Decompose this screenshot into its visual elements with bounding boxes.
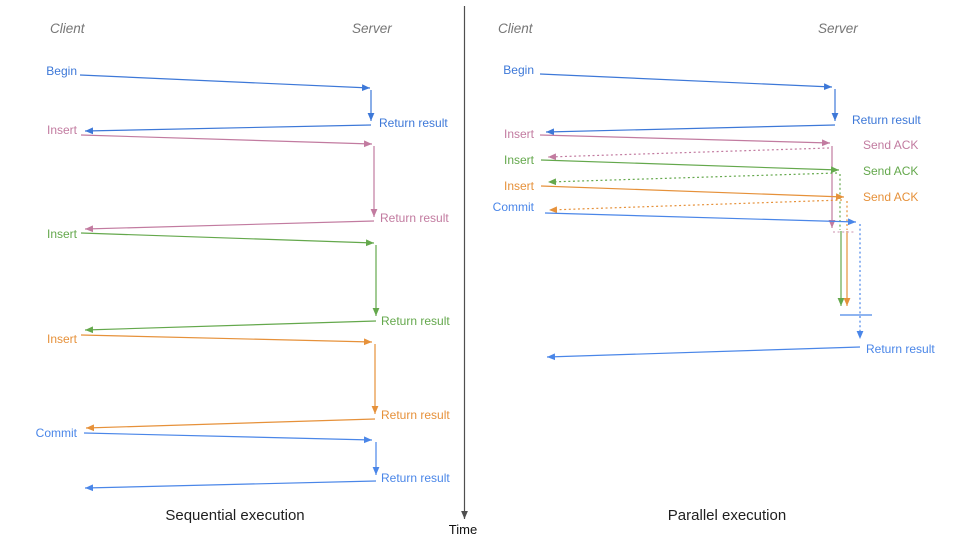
- seq-insert2-result-label: Return result: [381, 314, 450, 328]
- seq-insert2-return-line: [84, 320, 377, 334]
- par-insert1-label: Insert: [503, 127, 534, 141]
- par-insert1-request-line: [539, 134, 831, 147]
- par-commit-label: Commit: [492, 200, 534, 214]
- par-begin-label: Begin: [503, 63, 534, 77]
- seq-client-header: Client: [50, 21, 85, 36]
- par-insert3-request-line: [540, 185, 845, 201]
- par-insert3-label: Insert: [503, 179, 534, 193]
- par-begin-request-line: [539, 73, 833, 91]
- par-begin-return-line: [545, 124, 836, 136]
- seq-begin-label: Begin: [46, 64, 77, 78]
- par-commit-result-label: Return result: [866, 342, 935, 356]
- seq-begin-request-line: [79, 74, 371, 92]
- seq-commit-result-label: Return result: [381, 471, 450, 485]
- seq-insert1-request-line: [80, 134, 373, 148]
- time-axis-label: Time: [448, 522, 478, 537]
- par-client-header: Client: [498, 21, 533, 36]
- seq-insert3-label: Insert: [46, 332, 77, 346]
- par-commit-return-line: [546, 346, 861, 361]
- par-insert1-ack-dotted-line: [547, 147, 830, 161]
- par-insert2-ack-dotted-line: [547, 172, 838, 186]
- sequential-panel-lines: [79, 74, 380, 492]
- seq-commit-request-line: [83, 432, 373, 444]
- parallel-title: Parallel execution: [667, 507, 787, 524]
- par-insert2-label: Insert: [503, 153, 534, 167]
- seq-server-header: Server: [352, 21, 392, 36]
- sequential-title: Sequential execution: [165, 507, 305, 524]
- seq-insert3-request-line: [80, 334, 373, 346]
- seq-insert2-label: Insert: [46, 227, 77, 241]
- seq-insert3-result-label: Return result: [381, 408, 450, 422]
- par-commit-request-line: [544, 212, 857, 226]
- parallel-panel-lines: [539, 73, 872, 361]
- seq-begin-return-line: [84, 124, 372, 135]
- seq-insert1-return-line: [84, 220, 375, 233]
- seq-commit-label: Commit: [35, 426, 77, 440]
- par-begin-result-label: Return result: [852, 113, 921, 127]
- seq-commit-return-line: [84, 480, 377, 492]
- seq-insert3-return-line: [85, 418, 376, 432]
- seq-insert1-result-label: Return result: [380, 211, 449, 225]
- par-insert2-request-line: [540, 159, 840, 174]
- par-insert3-ack-label: Send ACK: [863, 190, 919, 204]
- seq-insert1-label: Insert: [46, 123, 77, 137]
- par-insert3-ack-dotted-line: [548, 199, 843, 214]
- seq-begin-result-label: Return result: [379, 116, 448, 130]
- par-server-header: Server: [818, 21, 858, 36]
- par-insert1-ack-label: Send ACK: [863, 138, 919, 152]
- seq-insert2-request-line: [80, 232, 375, 247]
- par-insert2-ack-label: Send ACK: [863, 164, 919, 178]
